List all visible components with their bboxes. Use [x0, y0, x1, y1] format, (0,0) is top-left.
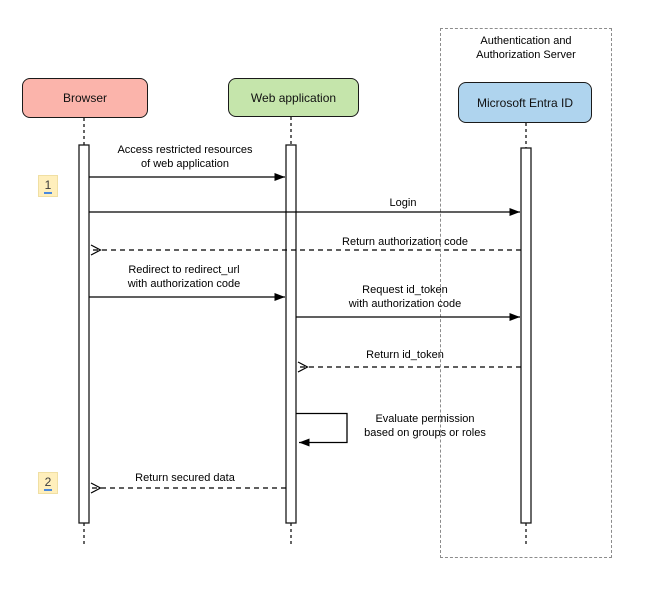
message-label-request-id-token: Request id_token with authorization code [348, 284, 462, 310]
actor-microsoft-entra-id: Microsoft Entra ID [458, 82, 592, 123]
message-label-redirect-to-redirect-url: Redirect to redirect_url with authorizat… [127, 264, 241, 290]
message-label-return-id-token: Return id_token [366, 349, 444, 361]
step-badge-2-number: 2 [43, 474, 53, 491]
activation-bar-microsoft-entra-id [520, 147, 532, 524]
arrow-evaluate-permission-self-loop [296, 412, 348, 447]
message-label-evaluate-permission: Evaluate permission based on groups or r… [364, 413, 486, 439]
step-badge-1-number: 1 [43, 177, 53, 194]
activation-bar-browser [78, 144, 90, 524]
auth-server-boundary-title: Authentication and Authorization Server [476, 35, 576, 61]
message-label-return-authorization-code: Return authorization code [342, 236, 468, 248]
step-badge-2: 2 [38, 472, 58, 494]
message-label-return-secured-data: Return secured data [135, 472, 235, 484]
step-badge-1: 1 [38, 175, 58, 197]
message-label-access-restricted-resources: Access restricted resources of web appli… [117, 144, 253, 170]
actor-web-application: Web application [228, 78, 359, 117]
activation-bar-web-application [285, 144, 297, 524]
auth-server-boundary: Authentication and Authorization Server [440, 28, 612, 558]
actor-browser: Browser [22, 78, 148, 118]
message-label-login: Login [389, 197, 417, 209]
